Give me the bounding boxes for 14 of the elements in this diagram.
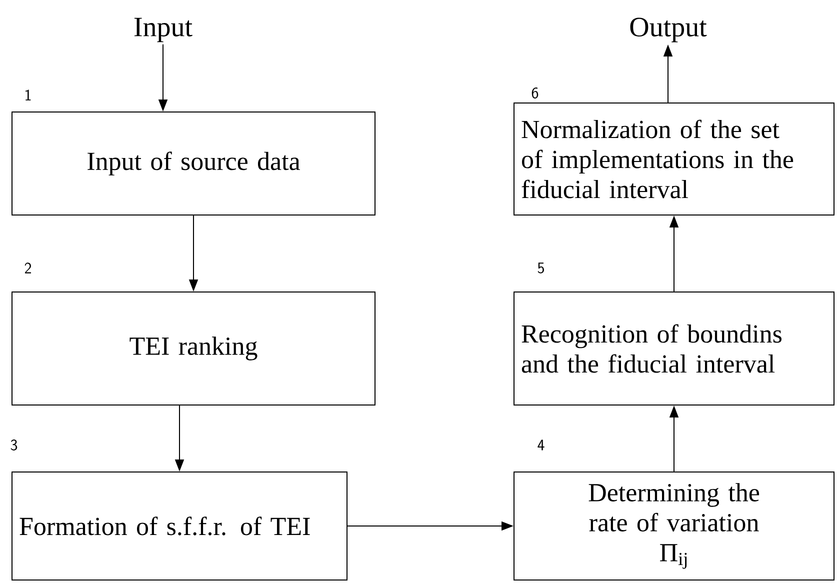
flow-label: Output xyxy=(630,18,707,42)
step-number: 6 xyxy=(532,88,538,98)
flow-label: Input xyxy=(134,18,192,42)
process-box: Input of source data xyxy=(12,112,376,216)
step-number: 5 xyxy=(538,262,544,274)
step-number: 4 xyxy=(538,440,544,450)
step-number: 3 xyxy=(10,440,18,450)
process-box: Formation of s.f.f.r. of TEI xyxy=(12,472,348,580)
process-box: Determining the rate of variation Π$_{ij}$ xyxy=(514,472,835,580)
process-box: Normalization of the set of implementations in the fiducial interval xyxy=(514,102,835,216)
step-number: 1 xyxy=(26,90,31,100)
process-box: Recognition of boundins and the fiducial interval xyxy=(514,292,835,406)
step-number: 2 xyxy=(24,262,31,274)
process-box: TEI ranking xyxy=(12,292,376,406)
